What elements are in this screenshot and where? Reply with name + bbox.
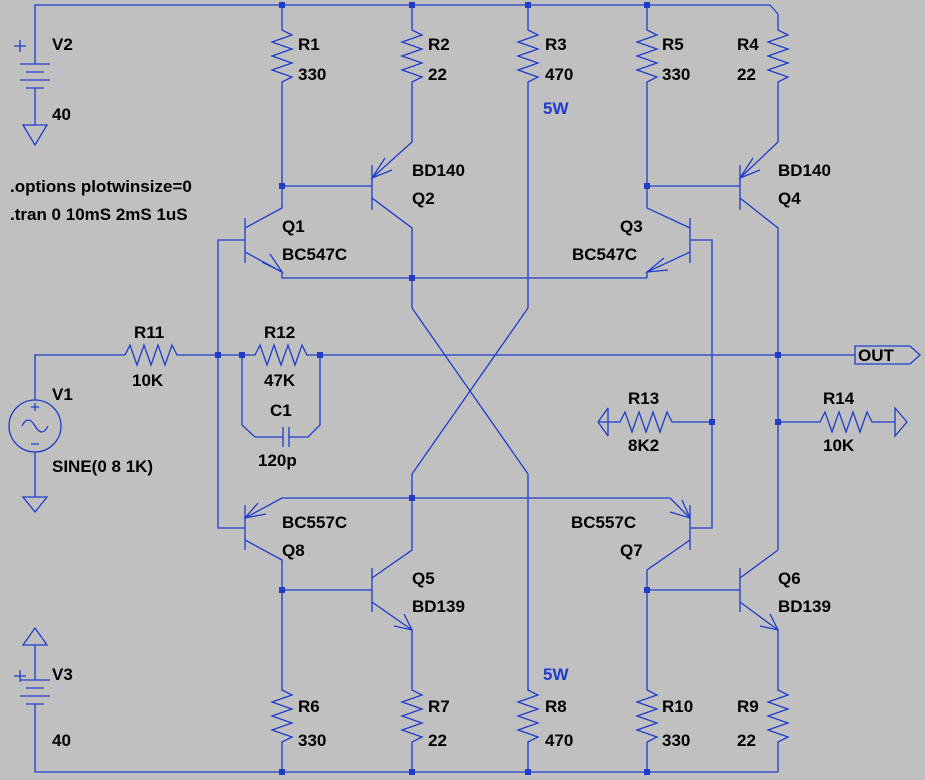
q6-name: Q6 [778, 569, 801, 588]
q4-name: Q4 [778, 189, 801, 208]
r14-name: R14 [823, 389, 855, 408]
r3-power: 5W [543, 99, 569, 118]
v3-value: 40 [52, 731, 71, 750]
q2-transistor[interactable] [370, 141, 413, 308]
v2-battery[interactable] [14, 40, 50, 147]
r8-resistor[interactable] [516, 474, 540, 772]
r14-value: 10K [823, 436, 855, 455]
q7-transistor[interactable] [646, 497, 740, 591]
v1-value: SINE(0 8 1K) [52, 457, 153, 476]
r4-value: 22 [737, 65, 756, 84]
q1-model: BC547C [282, 245, 347, 264]
r13-name: R13 [628, 389, 659, 408]
r9-name: R9 [737, 697, 759, 716]
r5-name: R5 [662, 35, 684, 54]
r14-resistor[interactable] [778, 406, 908, 438]
r2-name: R2 [428, 35, 450, 54]
cross-wire-b[interactable] [411, 307, 529, 475]
directive-tran[interactable]: .tran 0 10mS 2mS 1uS [10, 205, 188, 224]
out-label: OUT [858, 346, 895, 365]
q1-transistor[interactable] [217, 185, 647, 355]
q1-name: Q1 [282, 217, 305, 236]
q5-name: Q5 [412, 569, 435, 588]
r3-name: R3 [545, 35, 567, 54]
q8-transistor[interactable] [217, 355, 670, 591]
q7-model: BC557C [571, 513, 636, 532]
r8-power: 5W [543, 665, 569, 684]
r12-value: 47K [264, 371, 296, 390]
v1-sine-source[interactable] [8, 354, 125, 514]
top-rail[interactable] [34, 4, 779, 55]
r9-value: 22 [737, 731, 756, 750]
r7-resistor[interactable] [400, 630, 424, 772]
v2-value: 40 [52, 105, 71, 124]
v1-name: V1 [52, 385, 73, 404]
q7-name: Q7 [620, 541, 643, 560]
r13-resistor[interactable] [597, 407, 712, 437]
v3-name: V3 [52, 665, 73, 684]
r13-value: 8K2 [628, 436, 659, 455]
r6-value: 330 [298, 731, 326, 750]
q3-model: BC547C [572, 245, 637, 264]
r6-name: R6 [298, 697, 320, 716]
c1-name: C1 [270, 401, 292, 420]
r10-resistor[interactable] [635, 590, 659, 772]
directive-options[interactable]: .options plotwinsize=0 [10, 177, 192, 196]
r11-value: 10K [132, 371, 164, 390]
r3-resistor[interactable] [516, 5, 540, 308]
r12-resistor[interactable] [218, 343, 320, 367]
junction-dots [215, 2, 781, 775]
q4-model: BD140 [778, 161, 831, 180]
r6-resistor[interactable] [270, 590, 294, 772]
q3-name: Q3 [620, 217, 643, 236]
r8-name: R8 [545, 697, 567, 716]
c1-capacitor[interactable] [241, 355, 321, 447]
q6-model: BD139 [778, 597, 831, 616]
q8-model: BC557C [282, 513, 347, 532]
r12-name: R12 [264, 323, 295, 342]
r4-name: R4 [737, 35, 759, 54]
r11-resistor[interactable] [124, 343, 218, 367]
q2-name: Q2 [412, 189, 435, 208]
v3-battery[interactable] [14, 626, 50, 720]
r5-value: 330 [662, 65, 690, 84]
v2-name: V2 [52, 35, 73, 54]
r5-resistor[interactable] [635, 5, 659, 186]
r9-resistor[interactable] [766, 630, 790, 772]
q5-model: BD139 [412, 597, 465, 616]
q4-transistor[interactable] [738, 141, 779, 550]
r2-resistor[interactable] [400, 5, 424, 142]
c1-value: 120p [258, 451, 297, 470]
r1-name: R1 [298, 35, 320, 54]
r2-value: 22 [428, 65, 447, 84]
r7-name: R7 [428, 697, 450, 716]
out-port[interactable] [854, 345, 921, 365]
r4-resistor[interactable] [766, 14, 790, 142]
r7-value: 22 [428, 731, 447, 750]
q6-transistor[interactable] [739, 549, 780, 631]
r10-value: 330 [662, 731, 690, 750]
q8-name: Q8 [282, 541, 305, 560]
r10-name: R10 [662, 697, 693, 716]
q2-model: BD140 [412, 161, 465, 180]
q3-transistor[interactable] [644, 185, 740, 529]
r1-resistor[interactable] [270, 5, 294, 186]
r8-value: 470 [545, 731, 573, 750]
r1-value: 330 [298, 65, 326, 84]
r3-value: 470 [545, 65, 573, 84]
r11-name: R11 [134, 323, 164, 342]
q5-transistor[interactable] [371, 474, 414, 631]
